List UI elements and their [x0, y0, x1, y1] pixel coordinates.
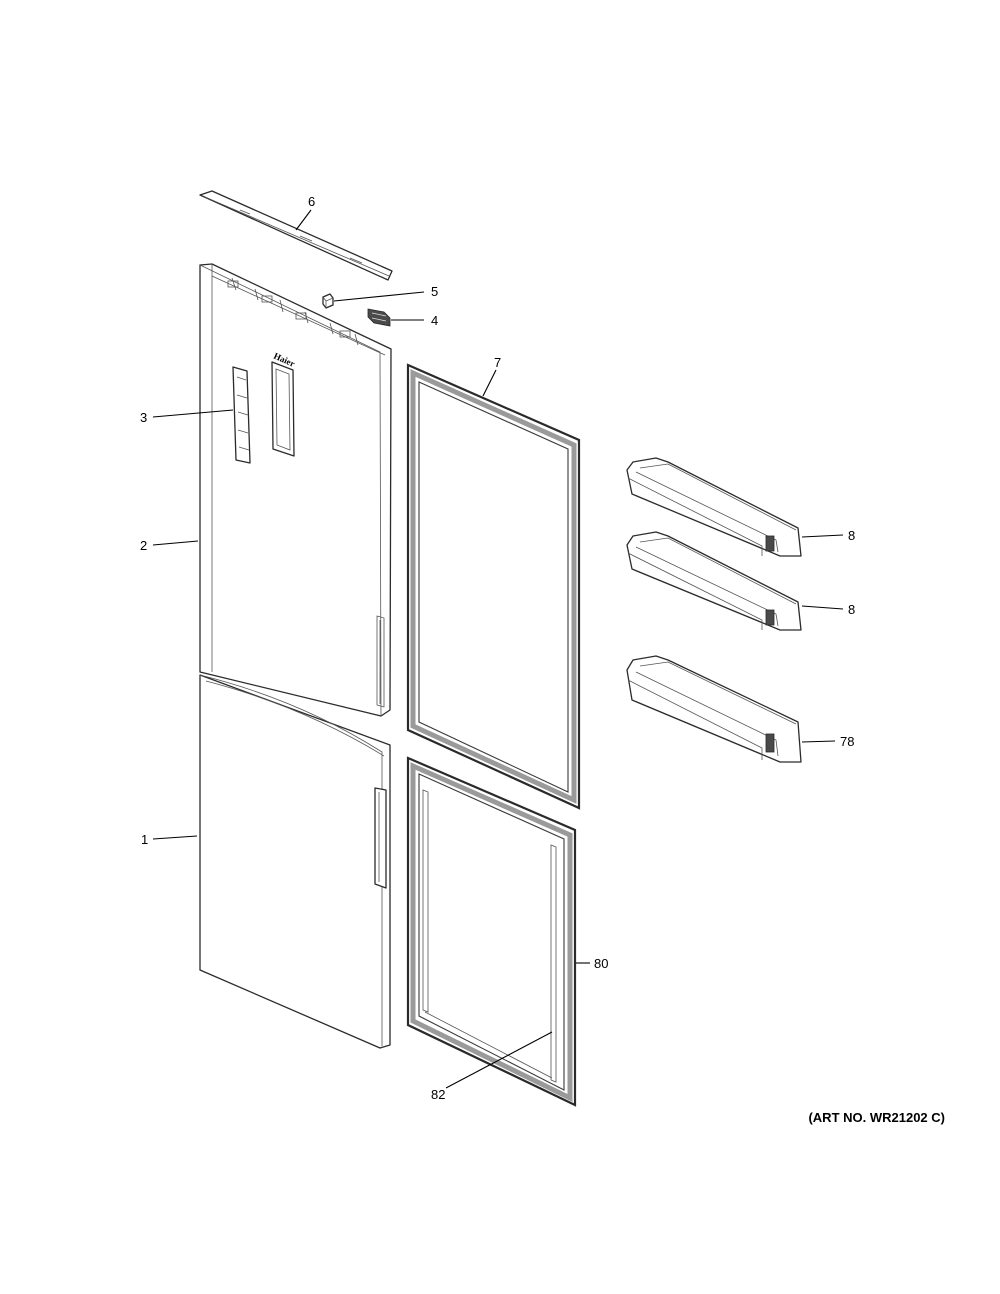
leader-6: [295, 209, 312, 231]
leader-8b: [801, 605, 844, 610]
clip-part: [322, 293, 334, 309]
leader-3: [152, 409, 234, 418]
door-bin-upper-part: [626, 457, 802, 557]
door-bin-middle-part: [626, 531, 802, 631]
callout-3: 3: [140, 410, 147, 425]
leader-5: [333, 291, 425, 302]
lower-door-part: [199, 674, 391, 1049]
upper-door-part: Haier: [199, 263, 392, 717]
callout-1: 1: [141, 832, 148, 847]
display-trim-part: [232, 366, 251, 464]
callout-8-upper: 8: [848, 528, 855, 543]
callout-78: 78: [840, 734, 854, 749]
door-bin-lower-part: [626, 655, 802, 763]
leader-8a: [801, 534, 844, 538]
callout-5: 5: [431, 284, 438, 299]
art-number: (ART NO. WR21202 C): [808, 1110, 945, 1125]
callout-82: 82: [431, 1087, 445, 1102]
callout-4: 4: [431, 313, 438, 328]
leader-2: [152, 540, 199, 546]
callout-7: 7: [494, 355, 501, 370]
callout-6: 6: [308, 194, 315, 209]
upper-gasket-part: [406, 363, 581, 810]
top-trim-cap-part: [199, 190, 393, 281]
leader-1: [152, 835, 198, 840]
lower-gasket-part: [406, 756, 577, 1107]
callout-8-middle: 8: [848, 602, 855, 617]
callout-2: 2: [140, 538, 147, 553]
hinge-bracket-part: [367, 308, 391, 327]
leader-82: [445, 1031, 553, 1089]
leader-78: [801, 740, 836, 743]
callout-80: 80: [594, 956, 608, 971]
leader-7: [482, 369, 497, 397]
